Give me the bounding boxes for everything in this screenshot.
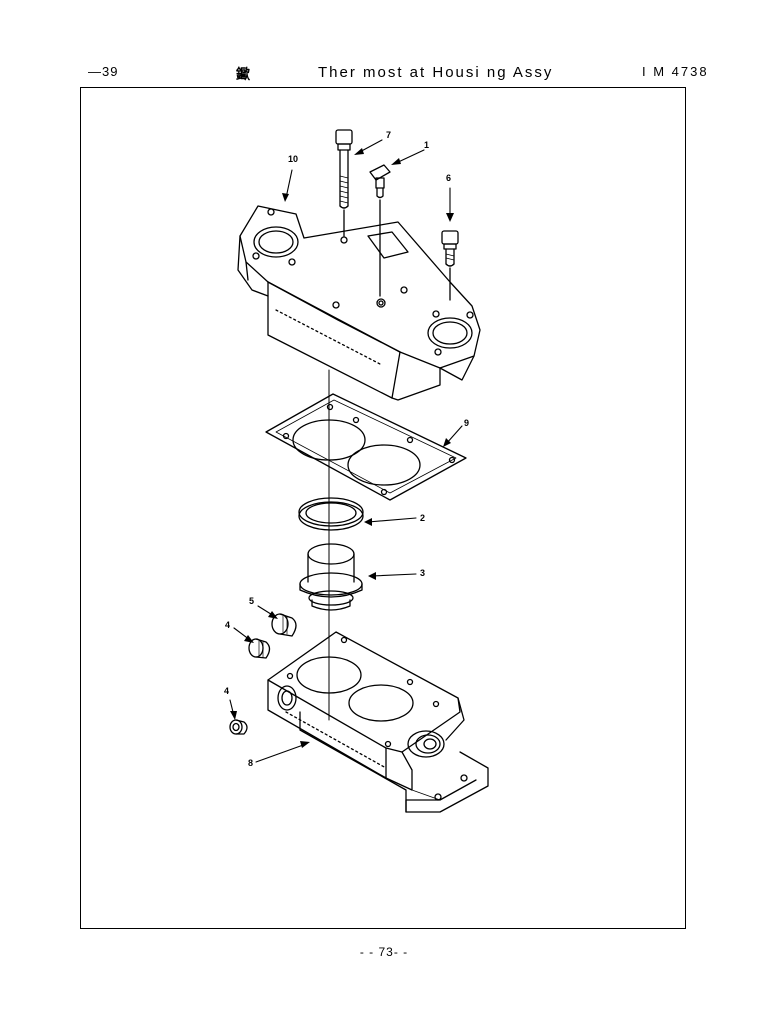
callout-2: 2 [420,513,425,523]
callout-4-upper: 4 [225,620,230,630]
callout-4-lower: 4 [224,686,229,696]
housing-cover-part-10 [237,205,481,401]
header-glyph: 䥲 [236,66,251,82]
callout-7: 7 [386,130,391,140]
section-code: —39 [88,64,119,79]
gasket-part-9 [265,393,467,501]
page-number: - - 73- - [359,945,409,959]
lower-housing-part-8 [267,631,489,813]
callout-9: 9 [464,418,469,428]
page-title: Ther most at Housi ng Assy [318,64,554,81]
callout-3: 3 [420,568,425,578]
bolt-part-7 [335,129,353,237]
arrow-heads [230,148,454,748]
plug-part-4-upper [248,638,271,659]
callout-10: 10 [288,154,298,164]
seal-ring-part-2 [298,497,364,531]
sensor-part-1 [369,164,391,297]
plug-part-4-lower [229,719,248,735]
callout-6: 6 [446,173,451,183]
callout-1: 1 [424,140,429,150]
bolt-part-6 [441,230,459,301]
plug-part-5 [271,613,297,637]
callout-5: 5 [249,596,254,606]
illustration-frame [80,87,686,929]
callout-8: 8 [248,758,253,768]
document-number: I M 4738 [642,64,709,79]
thermostat-part-3 [299,543,363,611]
